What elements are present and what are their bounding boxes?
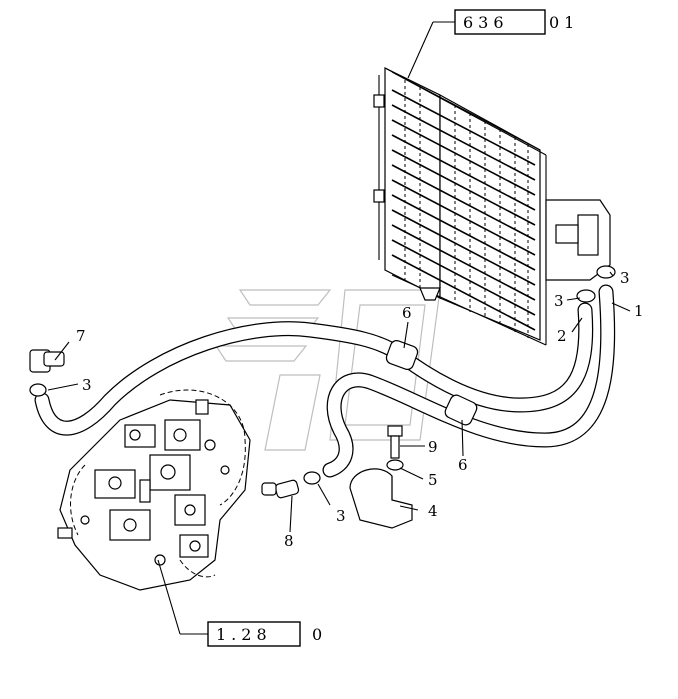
- callout-8: 8: [284, 532, 294, 550]
- callout-7: 7: [76, 327, 86, 345]
- ref-box-top-suffix: 01: [549, 13, 579, 32]
- elbow-fitting-8: [261, 479, 300, 499]
- elbow-fitting-7: [29, 349, 65, 373]
- callout-9: 9: [428, 438, 438, 456]
- transmission-housing: [57, 389, 251, 591]
- hose-1: [322, 284, 616, 478]
- callout-4: 4: [428, 502, 438, 520]
- callout-6: 6: [458, 456, 468, 474]
- hose-2: [34, 302, 594, 436]
- cooler-fins: [391, 89, 536, 331]
- leader-lines: [47, 21, 631, 635]
- ref-box-bottom: 1.28 0: [207, 621, 327, 647]
- callout-1: 1: [634, 302, 644, 320]
- callout-5: 5: [428, 471, 438, 489]
- callout-6: 6: [402, 304, 412, 322]
- ref-box-bottom-suffix: 0: [312, 625, 327, 644]
- callouts: 1 2 3 3 3 3 4 5 6 6 7 8 9: [76, 269, 644, 550]
- bolt-9: [387, 425, 403, 459]
- bracket-4: [349, 468, 413, 529]
- callout-3: 3: [554, 292, 564, 310]
- callout-2: 2: [557, 327, 567, 345]
- ref-box-top-code: 636: [463, 13, 509, 32]
- ref-box-top: 636 01: [454, 9, 579, 35]
- callout-3: 3: [620, 269, 630, 287]
- callout-3: 3: [82, 376, 92, 394]
- oil-cooler: [373, 67, 611, 346]
- ref-box-bottom-code: 1.28: [216, 625, 272, 644]
- callout-3: 3: [336, 507, 346, 525]
